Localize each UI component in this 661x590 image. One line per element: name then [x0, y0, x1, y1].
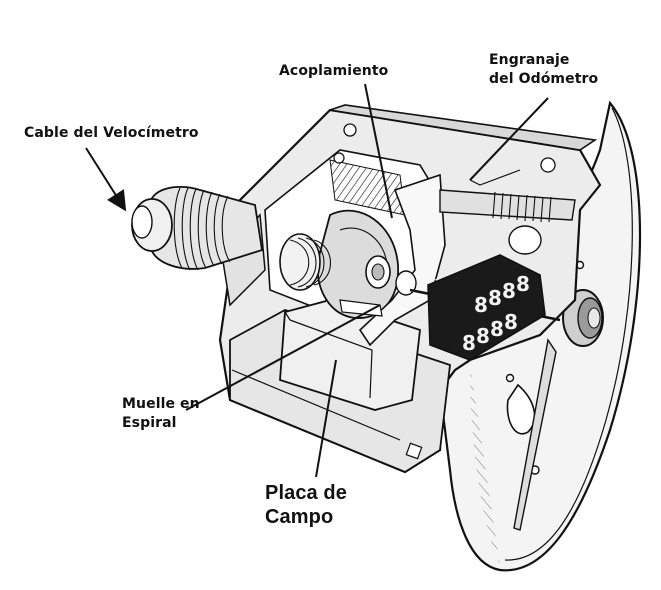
- label-muelle: Muelle en Espiral: [122, 395, 200, 433]
- leader-engranaje: [469, 97, 549, 181]
- label-placa-line1: Placa de: [265, 482, 347, 504]
- spiral-spring-left: [279, 233, 331, 291]
- label-cable-text: Cable del Velocímetro: [24, 125, 199, 141]
- label-cable: Cable del Velocímetro: [24, 124, 199, 143]
- odometer-digit: 8: [476, 324, 490, 348]
- odometer-digit: 8: [490, 317, 504, 341]
- pointer-needle: [513, 338, 557, 531]
- leader-cable: [85, 147, 127, 212]
- label-engranaje-line1: Engranaje: [489, 52, 570, 68]
- leader-placa: [315, 359, 337, 478]
- leader-acoplamiento: [364, 83, 393, 219]
- label-engranaje: Engranaje del Odómetro: [489, 51, 598, 89]
- odometer-digit: 8: [474, 293, 488, 317]
- label-engranaje-line2: del Odómetro: [489, 71, 599, 87]
- leader-lines: [85, 83, 549, 478]
- odometer-digit: 8: [516, 272, 530, 296]
- label-placa-line2: Campo: [265, 506, 334, 528]
- label-placa: Placa de Campo: [265, 481, 347, 529]
- label-acoplamiento: Acoplamiento: [279, 62, 388, 81]
- odometer-digit: 8: [502, 279, 516, 303]
- odometer-digit: 8: [504, 310, 518, 334]
- leader-muelle: [185, 304, 381, 411]
- odometer-digit: 8: [488, 286, 502, 310]
- label-muelle-line2: Espiral: [122, 415, 177, 431]
- cable-input: [131, 186, 264, 271]
- label-acoplamiento-text: Acoplamiento: [279, 63, 389, 79]
- odometer-digit: 8: [462, 331, 476, 355]
- label-muelle-line1: Muelle en: [122, 396, 200, 412]
- dial-plate: [438, 100, 642, 572]
- odometer-gear: [439, 169, 576, 255]
